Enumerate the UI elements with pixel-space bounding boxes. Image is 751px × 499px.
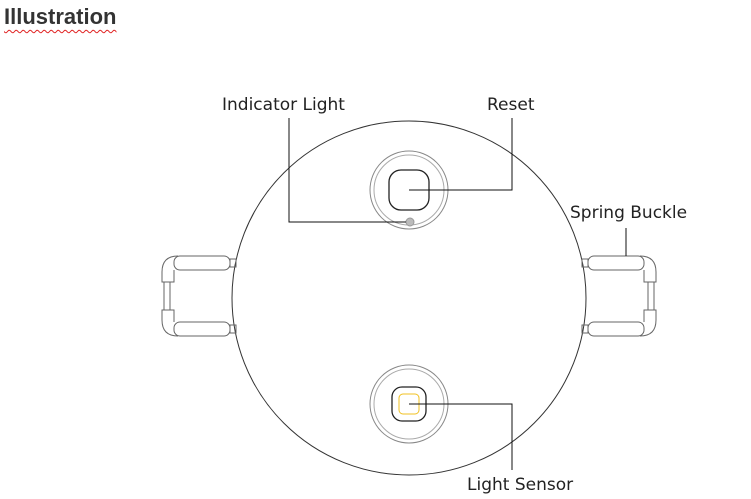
sensor-leader (409, 403, 513, 470)
label-reset: Reset (487, 95, 535, 115)
label-spring-buckle: Spring Buckle (570, 203, 687, 223)
right-spring-buckle (581, 255, 657, 337)
device-body (231, 120, 587, 476)
label-light-sensor: Light Sensor (467, 475, 573, 495)
page-heading: Illustration (4, 4, 117, 29)
reset-leader (409, 118, 513, 191)
indicator-light (405, 217, 415, 227)
indicator-leader (288, 118, 406, 223)
left-spring-buckle (161, 255, 237, 337)
label-indicator-light: Indicator Light (222, 95, 345, 115)
